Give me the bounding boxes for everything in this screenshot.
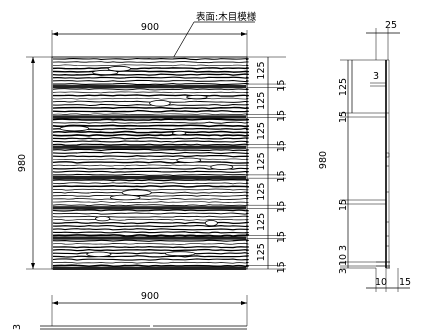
right-dim-label: 125 xyxy=(256,183,267,201)
bottom-left-3: 3 xyxy=(12,324,23,330)
bottom-width-label: 900 xyxy=(141,291,159,302)
right-dim-label: 125 xyxy=(256,122,267,140)
side-bottom-10b: 10 xyxy=(375,277,387,288)
right-dim-label: 125 xyxy=(256,243,267,261)
side-bottom-15: 15 xyxy=(399,277,411,288)
right-dim-label: 15 xyxy=(276,201,287,213)
side-15-dim-b: 15 xyxy=(338,199,349,211)
side-top-dim: 125 xyxy=(338,78,349,96)
front-width-label: 900 xyxy=(141,22,159,33)
right-dim-label: 125 xyxy=(256,61,267,79)
front-height-label: 980 xyxy=(17,154,28,172)
side-view: 25 125 3 15 980 15 10 3 3 xyxy=(318,20,411,292)
side-bottom-3b: 3 xyxy=(338,268,349,274)
side-height-label: 980 xyxy=(318,151,329,169)
wood-grain-pattern xyxy=(52,57,250,270)
bottom-view: 900 3 xyxy=(12,291,248,330)
right-dim-label: 15 xyxy=(276,80,287,92)
side-thickness-label: 25 xyxy=(385,20,397,31)
right-dimension-stack: 125 15 125 15 125 15 125 15 125 15 125 15 125 15 xyxy=(247,56,287,273)
right-dim-label: 125 xyxy=(256,152,267,170)
right-dim-label: 125 xyxy=(256,213,267,231)
side-bottom-10: 10 xyxy=(338,254,349,266)
side-3-dim: 3 xyxy=(373,71,379,82)
surface-note: 表面:木目模様 xyxy=(196,11,257,23)
front-view: 900 表面:木目模様 980 125151251512515125151251… xyxy=(17,11,287,273)
right-dim-label: 15 xyxy=(276,170,287,182)
right-dim-label: 15 xyxy=(276,140,287,152)
side-bottom-3: 3 xyxy=(338,245,349,251)
right-dim-label: 15 xyxy=(276,110,287,122)
right-dim-label: 15 xyxy=(276,231,287,243)
right-dim-label: 125 xyxy=(256,92,267,110)
side-15-dim-a: 15 xyxy=(338,111,349,123)
right-dim-label: 15 xyxy=(276,261,287,273)
